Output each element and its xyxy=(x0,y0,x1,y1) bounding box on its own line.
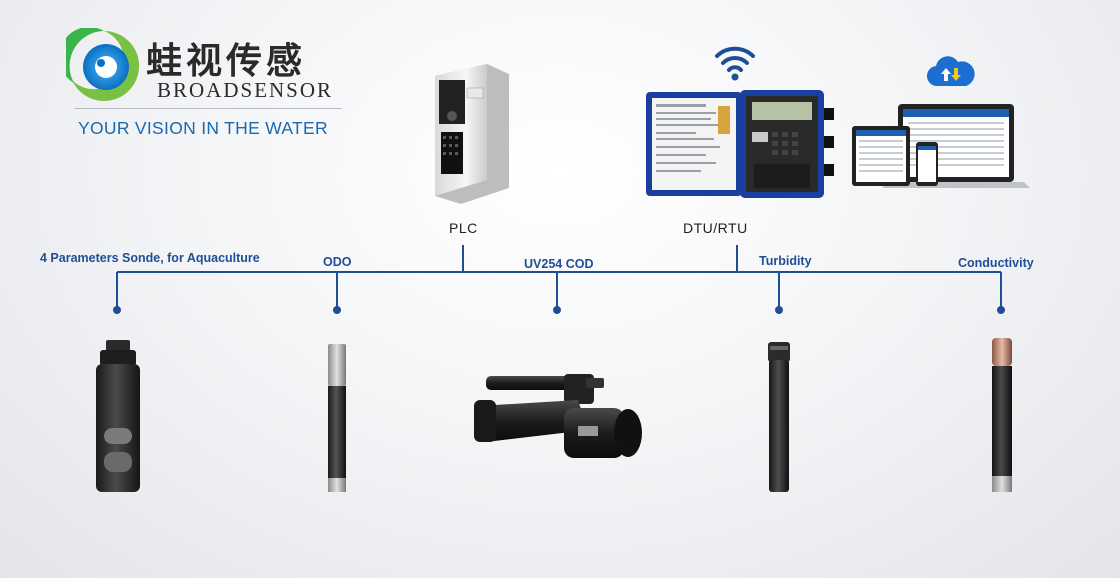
dturtu-device-image xyxy=(646,90,834,198)
sensor-image-sonde xyxy=(96,340,140,492)
cloud-sync-icon xyxy=(926,56,975,87)
logo-mark xyxy=(66,28,140,101)
dturtu-label: DTU/RTU xyxy=(683,220,748,236)
turbidity-node xyxy=(775,306,783,314)
sensor-label-odo: ODO xyxy=(323,255,352,269)
brand-slogan: YOUR VISION IN THE WATER xyxy=(78,118,328,138)
brand-name-cn: 蛙视传感 xyxy=(146,41,307,82)
sensor-label-uv254: UV254 COD xyxy=(524,257,594,271)
sensor-image-uv254 xyxy=(474,374,642,458)
plc-label: PLC xyxy=(449,220,478,236)
wifi-icon xyxy=(715,46,755,81)
sensor-image-conductivity xyxy=(992,338,1012,492)
sonde-node xyxy=(113,306,121,314)
sensor-label-conductivity: Conductivity xyxy=(958,256,1034,270)
brand-name-en: BROADSENSOR xyxy=(157,78,334,102)
sensor-image-turbidity xyxy=(768,342,790,492)
sensor-label-turbidity: Turbidity xyxy=(759,254,812,268)
uv254-node xyxy=(553,306,561,314)
sensor-image-odo xyxy=(328,344,346,492)
conductivity-node xyxy=(997,306,1005,314)
odo-node xyxy=(333,306,341,314)
plc-device-image xyxy=(435,64,509,204)
logo-divider xyxy=(74,108,342,109)
monitoring-devices-image xyxy=(852,104,1030,188)
sensor-label-sonde: 4 Parameters Sonde, for Aquaculture xyxy=(40,251,260,265)
